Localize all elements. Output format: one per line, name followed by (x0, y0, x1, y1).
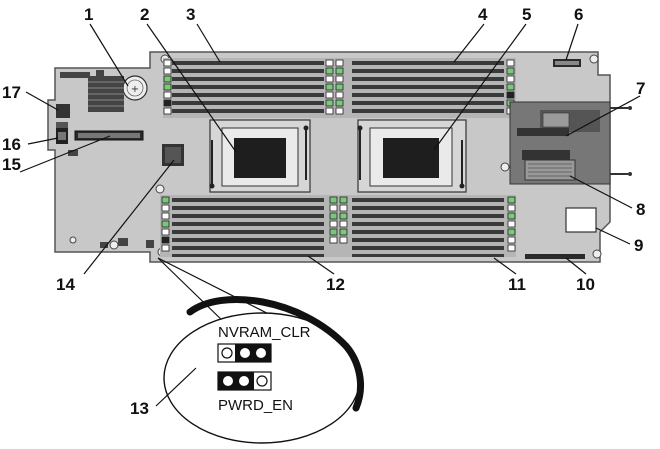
callout-2: 2 (140, 5, 149, 24)
usb-port-internal (56, 128, 68, 144)
mezz-connector-left (74, 130, 144, 141)
callout-6: 6 (574, 5, 583, 24)
callout-8: 8 (636, 200, 645, 219)
callout-7: 7 (636, 79, 645, 98)
leader-lines (19, 23, 641, 407)
callout-11: 11 (508, 275, 526, 294)
callout-1: 1 (84, 5, 93, 24)
jumper-bubble (163, 295, 365, 444)
system-battery: + (122, 75, 148, 101)
bmc-chip (162, 144, 184, 166)
callout-3: 3 (186, 5, 195, 24)
callout-9: 9 (634, 236, 643, 255)
usb-connector (56, 104, 70, 130)
nvram-clr-jumper (217, 343, 272, 363)
callout-10: 10 (576, 275, 595, 294)
pwrd-en-label: PWRD_EN (218, 397, 293, 414)
lower-dimm-bank (160, 195, 516, 257)
callout-16: 16 (2, 135, 21, 154)
callout-17: 17 (2, 83, 21, 102)
callout-12: 12 (326, 275, 345, 294)
callout-13: 13 (130, 399, 149, 418)
heatsink-block (88, 76, 124, 112)
small-components (60, 70, 154, 248)
callout-5: 5 (522, 5, 531, 24)
svg-text:+: + (131, 84, 139, 95)
sd-card-slot (565, 207, 597, 233)
nvram-clr-label: NVRAM_CLR (218, 324, 311, 341)
cpu-socket-1 (209, 119, 311, 193)
callout-15: 15 (2, 155, 21, 174)
right-top-connector (553, 59, 581, 67)
network-mezzanine-card (509, 101, 632, 185)
callout-14: 14 (56, 275, 75, 294)
cpu-socket-2 (357, 119, 467, 193)
callout-4: 4 (478, 5, 488, 24)
upper-dimm-bank (163, 58, 516, 118)
bottom-right-connector (525, 254, 585, 259)
pwrd-en-jumper (217, 371, 272, 391)
